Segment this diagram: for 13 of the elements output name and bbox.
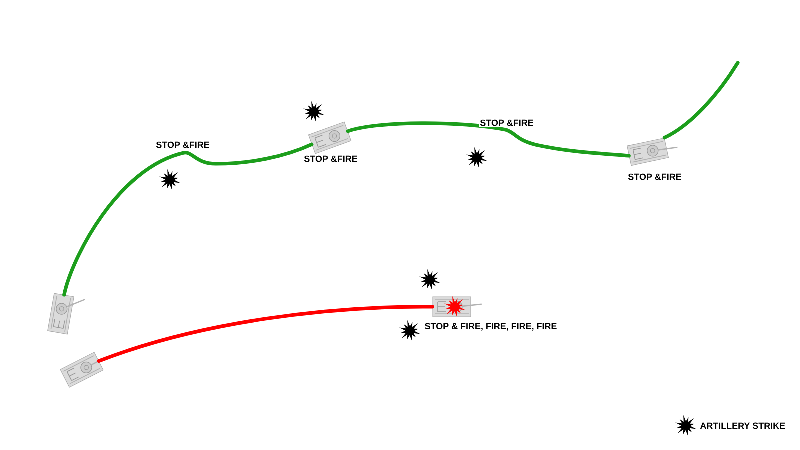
route-line — [62, 142, 314, 297]
node-label: STOP &FIRE — [304, 156, 358, 162]
legend-text: ARTILLERY STRIKE — [700, 422, 786, 430]
node-label: STOP & FIRE, FIRE, FIRE, FIRE — [425, 323, 557, 331]
tank-icon — [48, 293, 86, 335]
tank-icon — [308, 122, 352, 154]
edge-label: STOP &FIRE — [155, 140, 211, 150]
node-label: STOP &FIRE — [628, 174, 682, 180]
tank-icon — [626, 138, 678, 166]
route-line — [346, 122, 631, 158]
route-line — [97, 305, 434, 364]
route-line — [662, 61, 740, 140]
edge-label: STOP &FIRE — [479, 118, 535, 128]
